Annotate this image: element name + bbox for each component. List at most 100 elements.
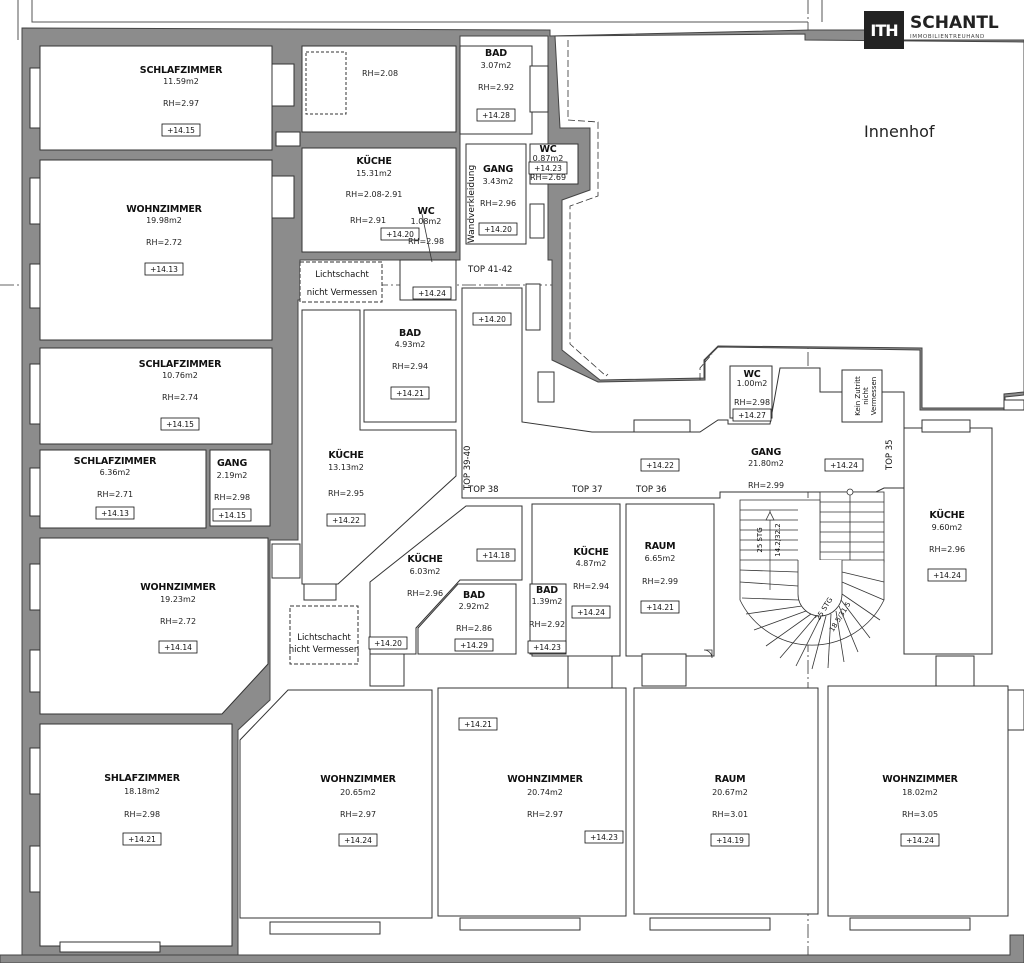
logo-subtitle: IMMOBILIENTREUHAND [910,34,985,40]
kueche-3-level-box [927,568,967,582]
room-top-rh: RH=2.08 [362,69,398,78]
wohnzimmer-4-name: WOHNZIMMER [507,774,583,785]
wc-3-rh: RH=2.98 [734,398,770,407]
kein-zutritt-line3: Vermessen [870,377,878,415]
unit-label-top-37: TOP 37 [571,485,603,495]
kueche-4-name: KÜCHE [407,554,442,565]
kueche-4-level-box-2-box [476,548,516,562]
bad-2-name: BAD [399,328,421,339]
shlafzimmer-level: +14.21 [128,835,156,844]
bad-4-level: +14.23 [533,643,561,652]
gang-main-name: GANG [751,447,782,458]
bad-4-rh: RH=2.92 [529,620,565,629]
logo-mark-icon: ITH [864,11,904,49]
wohnzimmer-4-level2-box [458,717,498,731]
wc-2-rh: RH=2.98 [408,237,444,246]
kueche-3-level: +14.24 [933,571,961,580]
bad-4-level-box [527,640,567,654]
kueche-1-name: KÜCHE [356,156,391,167]
wohnzimmer-4-level2: +14.21 [464,720,492,729]
kueche-4-rh: RH=2.96 [407,589,443,598]
unit-label-top-38: TOP 38 [467,485,499,495]
wc-1-rh: RH=2.69 [530,173,566,182]
raum-2-level: +14.19 [716,836,744,845]
wohnzimmer-3-level-box [338,833,378,847]
room-fills [39,45,1009,947]
raum-2-level-box [710,833,750,847]
kein-zutritt-line1: Kein Zutritt [854,376,862,416]
lichtschacht-2-line2: nicht Vermessen [289,645,360,655]
schlafzimmer-3-rh: RH=2.71 [97,490,133,499]
schlafzimmer-1-name: SCHLAFZIMMER [140,65,223,76]
company-logo: ITH SCHANTL IMMOBILIENTREUHAND [864,11,999,49]
bad-2-level-box [390,386,430,400]
schlafzimmer-3-area: 6.36m2 [100,468,131,477]
wc-3-area: 1.00m2 [737,379,768,388]
gang-1-rh: RH=2.96 [480,199,516,208]
kueche-1-level: +14.20 [386,230,414,239]
gang-main-rh: RH=2.99 [748,481,784,490]
gang-1-name: GANG [483,164,514,175]
unit-label-top-39-40: TOP 39-40 [463,446,473,491]
schlafzimmer-2-level-box [160,417,200,431]
bad-4-name: BAD [536,585,558,596]
wohnzimmer-2-name: WOHNZIMMER [140,582,216,593]
lichtschacht-1-line2: nicht Vermessen [307,288,378,298]
wandverkleidung-label: Wandverkleidung [467,165,477,243]
wohnzimmer-1-area: 19.98m2 [146,216,182,225]
kueche-1-rh: RH=2.08-2.91 [346,190,403,199]
schlafzimmer-1-rh: RH=2.97 [163,99,199,108]
kueche-2-area: 13.13m2 [328,463,364,472]
bad-1-level-box [476,108,516,122]
wc-3-level-box [732,408,772,422]
raum-2-name: RAUM [715,774,746,785]
kueche-5-name: KÜCHE [573,547,608,558]
wc-3-level: +14.27 [738,411,766,420]
bad-4-area: 1.39m2 [532,597,563,606]
raum-1-rh: RH=2.99 [642,577,678,586]
bad-1-area: 3.07m2 [481,61,512,70]
bad-3-rh: RH=2.86 [456,624,492,633]
gang-main-area: 21.80m2 [748,459,784,468]
kein-zutritt-line2: nicht [862,387,870,405]
schlafzimmer-2-area: 10.76m2 [162,371,198,380]
raum-1-level-box [640,600,680,614]
shlafzimmer-level-box [122,832,162,846]
shlafzimmer-area: 18.18m2 [124,787,160,796]
wohnzimmer-3-rh: RH=2.97 [340,810,376,819]
lichtschacht-2-line1: Lichtschacht [297,633,351,643]
wohnzimmer-5-name: WOHNZIMMER [882,774,958,785]
schlafzimmer-1-level: +14.15 [167,126,195,135]
kueche-1-level-box [380,227,420,241]
left-corridor-level-box [368,636,408,650]
lichtschacht-1-line1: Lichtschacht [315,270,369,280]
schlafzimmer-3-level-box [95,506,135,520]
kueche-2-level: +14.22 [332,516,360,525]
wohnzimmer-4-level: +14.23 [590,833,618,842]
kueche-2-rh: RH=2.95 [328,489,364,498]
gang-2-area: 2.19m2 [217,471,248,480]
courtyard [554,33,1024,409]
raum-1-level: +14.21 [646,603,674,612]
bad-2-area: 4.93m2 [395,340,426,349]
courtyard-label: Innenhof [864,122,935,141]
kueche-5-area: 4.87m2 [576,559,607,568]
raum-1-name: RAUM [645,541,676,552]
wohnzimmer-1-level-box [144,262,184,276]
wc-2-name: WC [417,206,434,217]
wohnzimmer-4-area: 20.74m2 [527,788,563,797]
kueche-4-area: 6.03m2 [410,567,441,576]
bad-3-level: +14.29 [460,641,488,650]
shlafzimmer-rh: RH=2.98 [124,810,160,819]
gang-2-name: GANG [217,458,248,469]
gang-main-level-box [640,458,680,472]
wohnzimmer-5-level: +14.24 [906,836,934,845]
wohnzimmer-4-level-box [584,830,624,844]
wohnzimmer-1-rh: RH=2.72 [146,238,182,247]
kueche-3-name: KÜCHE [929,510,964,521]
bad-2-rh: RH=2.94 [392,362,428,371]
unit-label-top-36: TOP 36 [635,485,667,495]
schlafzimmer-2-level: +14.15 [166,420,194,429]
schlafzimmer-1-level-box [161,123,201,137]
